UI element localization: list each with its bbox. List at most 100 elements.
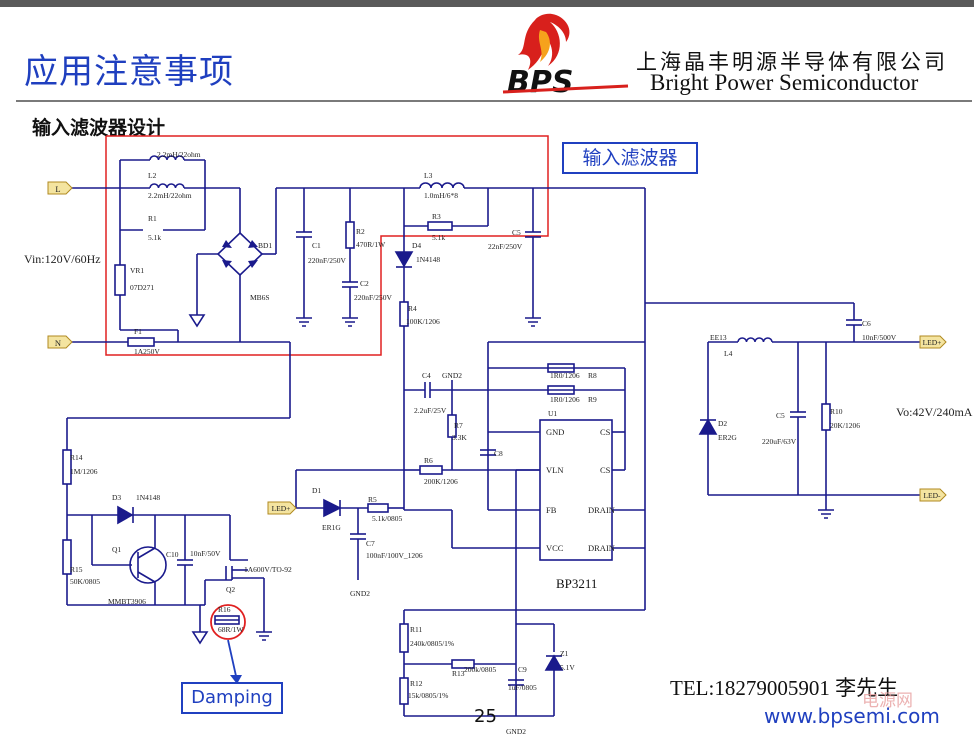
input-filter-highlight [105, 135, 549, 356]
svg-text:DRAIN: DRAIN [588, 543, 615, 553]
svg-text:C5: C5 [776, 411, 785, 420]
input-filter-label: 输入滤波器 [562, 142, 698, 174]
svg-text:200k/0805: 200k/0805 [464, 665, 496, 674]
damping-highlight-circle [210, 604, 246, 640]
svg-text:100K/1206: 100K/1206 [406, 317, 440, 326]
svg-text:VR1: VR1 [130, 266, 144, 275]
svg-text:R11: R11 [410, 625, 422, 634]
svg-text:ER1G: ER1G [322, 523, 341, 532]
svg-text:07D271: 07D271 [130, 283, 154, 292]
svg-text:ER2G: ER2G [718, 433, 737, 442]
svg-text:C9: C9 [518, 665, 527, 674]
svg-text:R13: R13 [452, 669, 465, 678]
svg-text:R16: R16 [218, 605, 231, 614]
svg-text:D4: D4 [412, 241, 421, 250]
port-led-minus-out: LED- [919, 488, 947, 502]
svg-text:C8: C8 [494, 449, 503, 458]
svg-text:22nF/250V: 22nF/250V [488, 242, 523, 251]
schematic-labels: Vin:120V/60Hz Vo:42V/240mA 2.2mH/22ohm L… [24, 150, 973, 736]
svg-text:R14: R14 [70, 453, 83, 462]
svg-text:C7: C7 [366, 539, 375, 548]
svg-text:R8: R8 [588, 371, 597, 380]
svg-text:LED-: LED- [923, 491, 941, 500]
svg-text:L: L [55, 184, 60, 194]
svg-text:R6: R6 [424, 456, 433, 465]
svg-text:220nF/250V: 220nF/250V [354, 293, 393, 302]
svg-text:1A600V/TO-92: 1A600V/TO-92 [244, 565, 292, 574]
page-title: 应用注意事项 [24, 52, 234, 92]
svg-text:F1: F1 [134, 327, 142, 336]
svg-text:2.2mH/22ohm: 2.2mH/22ohm [148, 191, 192, 200]
svg-text:L2: L2 [148, 171, 157, 180]
damping-label: Damping [181, 682, 283, 714]
svg-text:EE13: EE13 [710, 333, 727, 342]
svg-text:1R0/1206: 1R0/1206 [550, 371, 580, 380]
svg-text:1A250V: 1A250V [134, 347, 160, 356]
svg-text:C2: C2 [360, 279, 369, 288]
svg-text:R2: R2 [356, 227, 365, 236]
svg-text:1M/1206: 1M/1206 [70, 467, 98, 476]
damping-arrow-head [230, 675, 242, 684]
port-n: N [47, 335, 73, 349]
svg-text:5.1k: 5.1k [148, 233, 161, 242]
bp3211-chip [539, 419, 613, 561]
svg-text:5.1k/0805: 5.1k/0805 [372, 514, 402, 523]
watermark: 电源网 [862, 691, 913, 711]
svg-text:R12: R12 [410, 679, 423, 688]
svg-text:5.1V: 5.1V [560, 663, 575, 672]
svg-text:100nF/100V_1206: 100nF/100V_1206 [366, 551, 423, 560]
svg-text:LED+: LED+ [923, 338, 942, 347]
svg-text:L3: L3 [424, 171, 433, 180]
svg-text:U1: U1 [548, 409, 557, 418]
svg-text:VCC: VCC [546, 543, 564, 553]
svg-text:1uF/0805: 1uF/0805 [508, 683, 537, 692]
svg-text:MB6S: MB6S [250, 293, 270, 302]
svg-text:1R0/1206: 1R0/1206 [550, 395, 580, 404]
svg-text:68R/1W: 68R/1W [218, 625, 244, 634]
svg-text:50K/0805: 50K/0805 [70, 577, 100, 586]
port-led-plus-out: LED+ [919, 335, 947, 349]
top-bar [0, 0, 974, 7]
svg-text:D1: D1 [312, 486, 321, 495]
svg-text:DRAIN: DRAIN [588, 505, 615, 515]
damping-arrow [227, 639, 237, 677]
svg-text:R9: R9 [588, 395, 597, 404]
website-link[interactable]: www.bpsemi.com [764, 704, 940, 728]
header-divider [16, 100, 972, 102]
svg-text:Q1: Q1 [112, 545, 121, 554]
port-l: L [47, 181, 73, 195]
logo-text: BPS [507, 65, 573, 100]
svg-text:240k/0805/1%: 240k/0805/1% [410, 639, 454, 648]
ground-symbols [188, 314, 834, 645]
svg-text:Q2: Q2 [226, 585, 235, 594]
svg-text:C1: C1 [312, 241, 321, 250]
bps-logo: BPS [502, 13, 629, 100]
svg-text:2.2uF/25V: 2.2uF/25V [414, 406, 447, 415]
svg-text:3.3K: 3.3K [452, 433, 467, 442]
svg-text:FB: FB [546, 505, 557, 515]
svg-text:10nF/500V: 10nF/500V [862, 333, 897, 342]
svg-text:C6: C6 [862, 319, 871, 328]
wiring [62, 159, 920, 717]
svg-text:MMBT3906: MMBT3906 [108, 597, 146, 606]
inductor-coils [149, 155, 773, 343]
svg-text:1N4148: 1N4148 [136, 493, 160, 502]
svg-text:VLN: VLN [546, 465, 563, 475]
svg-text:Z1: Z1 [560, 649, 569, 658]
svg-text:C4: C4 [422, 371, 431, 380]
svg-text:GND: GND [546, 427, 564, 437]
svg-text:R3: R3 [432, 212, 441, 221]
svg-text:GND2: GND2 [506, 727, 526, 736]
svg-text:C5: C5 [512, 228, 521, 237]
svg-text:220nF/250V: 220nF/250V [308, 256, 347, 265]
svg-text:L4: L4 [724, 349, 733, 358]
svg-text:CS: CS [600, 465, 611, 475]
company-name-cn: 上海晶丰明源半导体有限公司 [636, 50, 948, 74]
svg-text:BD1: BD1 [258, 241, 272, 250]
svg-text:200K/1206: 200K/1206 [424, 477, 458, 486]
svg-text:R7: R7 [454, 421, 463, 430]
page-number: 25 [474, 706, 497, 727]
svg-text:R10: R10 [830, 407, 843, 416]
svg-text:D3: D3 [112, 493, 121, 502]
